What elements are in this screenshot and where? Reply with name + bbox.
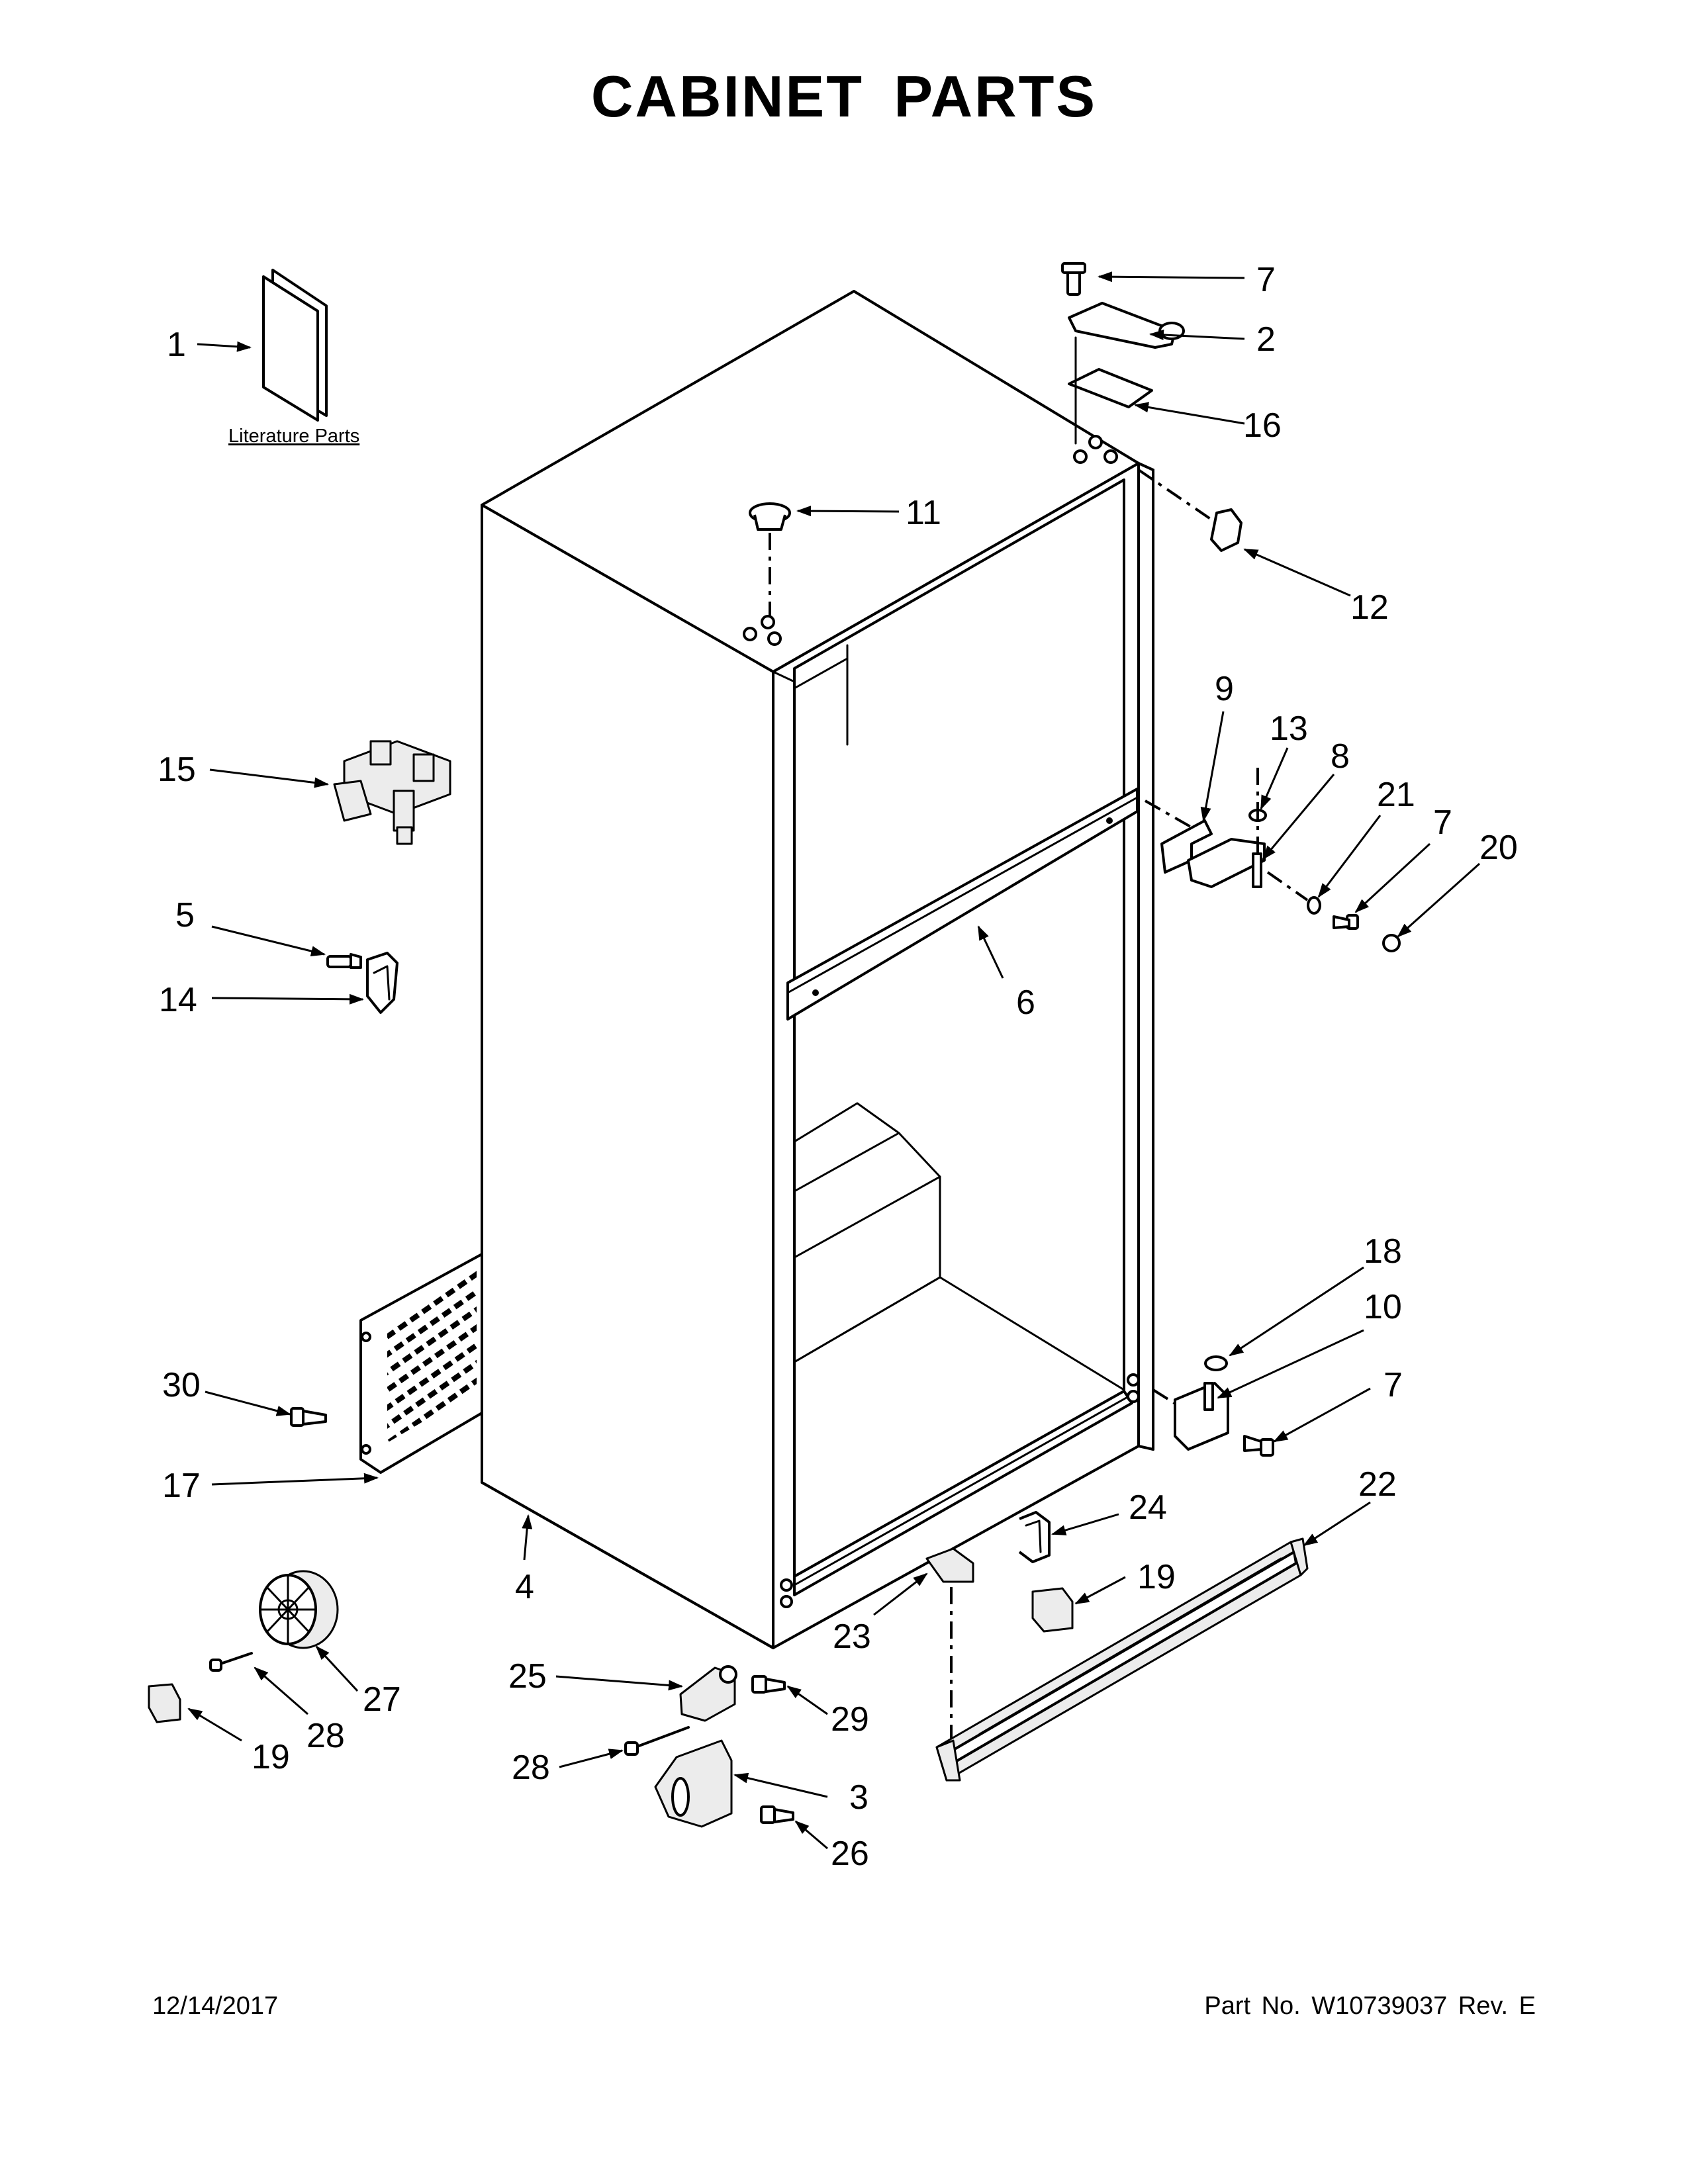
callout-22: 22 — [1358, 1465, 1397, 1504]
roller-bracket-assembly — [624, 1665, 794, 1828]
callout-7-top: 7 — [1256, 261, 1276, 299]
base-grille — [935, 1537, 1309, 1782]
top-hinge-assembly — [1061, 262, 1185, 445]
callout-7-center: 7 — [1433, 803, 1452, 842]
leveling-cap-right — [1031, 1587, 1074, 1633]
callout-25: 25 — [508, 1657, 547, 1696]
top-plug — [749, 502, 791, 615]
refrigerator-cabinet — [481, 290, 1154, 1649]
mounting-bracket — [326, 952, 399, 1014]
callout-11: 11 — [906, 494, 941, 532]
callout-4: 4 — [515, 1568, 534, 1606]
callout-21: 21 — [1377, 776, 1415, 814]
callout-28-right: 28 — [512, 1749, 550, 1787]
center-divider-rail — [786, 788, 1139, 1021]
callout-numbers: 1 2 3 4 5 6 7 7 7 7 8 9 10 11 12 13 14 1… — [158, 261, 1518, 1873]
callout-2: 2 — [1256, 320, 1276, 359]
callout-10: 10 — [1364, 1288, 1402, 1326]
callout-6: 6 — [1016, 983, 1035, 1022]
page-title: CABINET PARTS — [590, 64, 1098, 129]
grille-bracket — [1018, 1511, 1051, 1563]
callout-19-left: 19 — [252, 1738, 290, 1776]
callout-19-right: 19 — [1137, 1558, 1176, 1596]
callout-16: 16 — [1243, 406, 1282, 445]
footer-part-number: Part No. W10739037 Rev. E — [1204, 1992, 1536, 2020]
callout-28-left: 28 — [306, 1717, 345, 1755]
callout-7-lower: 7 — [1383, 1366, 1403, 1404]
callout-13: 13 — [1270, 709, 1308, 748]
water-valve — [333, 740, 451, 845]
callout-17: 17 — [162, 1467, 201, 1505]
callout-5: 5 — [175, 896, 195, 934]
hinge-cover — [1137, 469, 1243, 552]
callout-27: 27 — [363, 1680, 401, 1719]
panel-screw — [290, 1407, 327, 1427]
callout-8: 8 — [1331, 737, 1350, 776]
callout-14: 14 — [159, 981, 197, 1019]
callout-29: 29 — [831, 1700, 869, 1739]
footer-date: 12/14/2017 — [152, 1992, 279, 2020]
callout-26: 26 — [831, 1835, 869, 1873]
callout-12: 12 — [1350, 588, 1389, 627]
leader-lines — [187, 271, 1480, 1850]
literature-booklet — [262, 269, 328, 422]
leveling-cap-left — [148, 1683, 181, 1723]
callout-1: 1 — [167, 326, 186, 364]
center-hinge-assembly — [1145, 768, 1401, 952]
interior-liner — [793, 1102, 1125, 1391]
callout-9: 9 — [1215, 670, 1234, 708]
literature-parts-label: Literature Parts — [228, 426, 359, 447]
callout-15: 15 — [158, 751, 196, 789]
callout-18: 18 — [1364, 1232, 1402, 1271]
callout-24: 24 — [1129, 1488, 1167, 1527]
lower-hinge-assembly — [1152, 1355, 1274, 1457]
callout-3: 3 — [849, 1778, 868, 1817]
wheel-axle — [209, 1652, 253, 1672]
grille-clip — [925, 1547, 974, 1741]
callout-20: 20 — [1479, 829, 1518, 867]
callout-30: 30 — [162, 1366, 201, 1404]
callout-23: 23 — [833, 1617, 871, 1656]
rear-access-panel — [359, 1253, 483, 1474]
roller-wheel — [259, 1570, 339, 1649]
